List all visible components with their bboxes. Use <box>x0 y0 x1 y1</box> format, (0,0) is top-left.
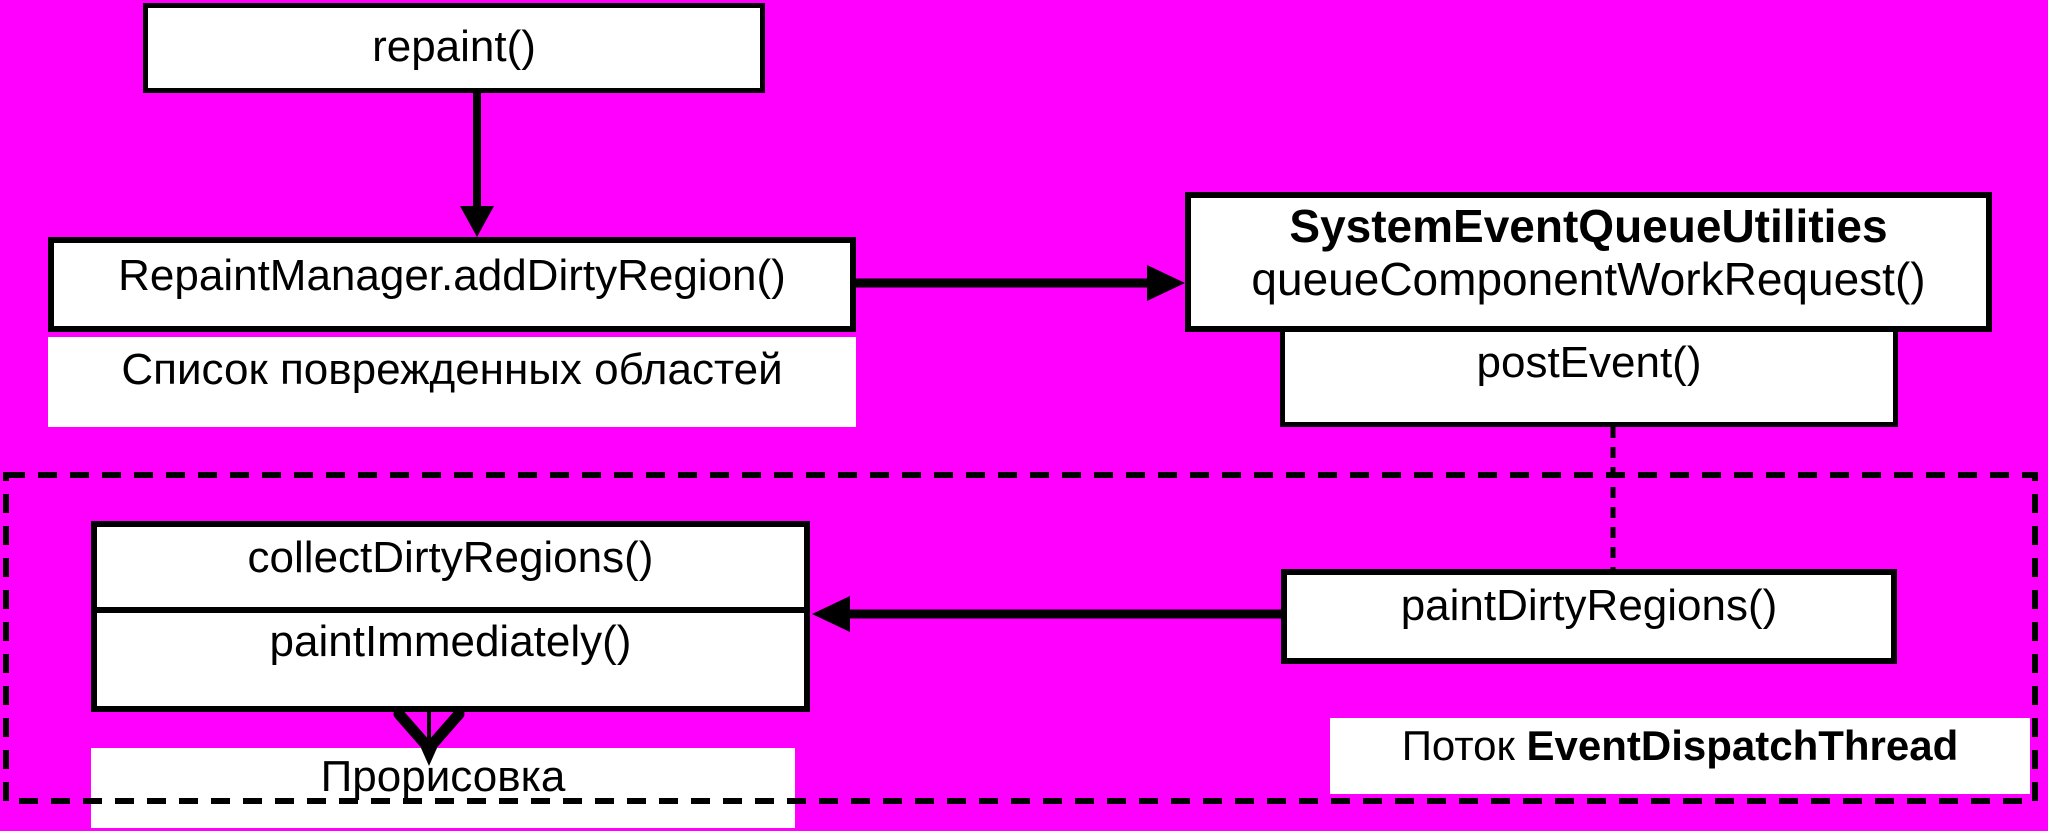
repaint-to-add-dirty-region-arrow <box>460 93 494 237</box>
repaint-manager-label: RepaintManager.addDirtyRegion() <box>118 251 786 300</box>
post-event-node: postEvent() <box>1280 327 1898 427</box>
system-event-queue-title: SystemEventQueueUtilities <box>1289 200 1888 252</box>
paint-dirty-regions-label: paintDirtyRegions() <box>1400 581 1778 630</box>
system-event-queue-method: queueComponentWorkRequest() <box>1251 252 1926 305</box>
dirty-regions-list-node: Список поврежденных областей <box>48 337 856 427</box>
repaint-manager-node: RepaintManager.addDirtyRegion() <box>48 237 856 332</box>
repaint-label: repaint() <box>372 22 536 71</box>
event-dispatch-thread-caption: Поток EventDispatchThread <box>1330 718 2030 794</box>
collect-dirty-regions-label: collectDirtyRegions() <box>247 533 654 582</box>
post-event-label: postEvent() <box>1476 338 1702 387</box>
paint-dirty-regions-to-paint-immediately-arrow <box>812 596 1281 632</box>
rendering-label: Прорисовка <box>320 752 566 801</box>
paint-dirty-regions-node: paintDirtyRegions() <box>1281 569 1897 664</box>
paint-immediately-row: paintImmediately() <box>97 613 804 706</box>
paint-immediately-label: paintImmediately() <box>269 617 632 666</box>
dirty-regions-list-label: Список поврежденных областей <box>121 345 783 394</box>
add-dirty-region-to-queue-arrow <box>856 265 1185 301</box>
repaint-node: repaint() <box>143 3 765 93</box>
system-event-queue-node: SystemEventQueueUtilities queueComponent… <box>1185 192 1992 332</box>
collect-dirty-regions-row: collectDirtyRegions() <box>97 527 804 613</box>
repaint-manager-methods-node: collectDirtyRegions() paintImmediately() <box>91 521 810 712</box>
thread-caption-name: EventDispatchThread <box>1526 722 1959 769</box>
thread-caption-prefix: Поток <box>1401 722 1527 769</box>
rendering-node: Прорисовка <box>91 748 795 828</box>
